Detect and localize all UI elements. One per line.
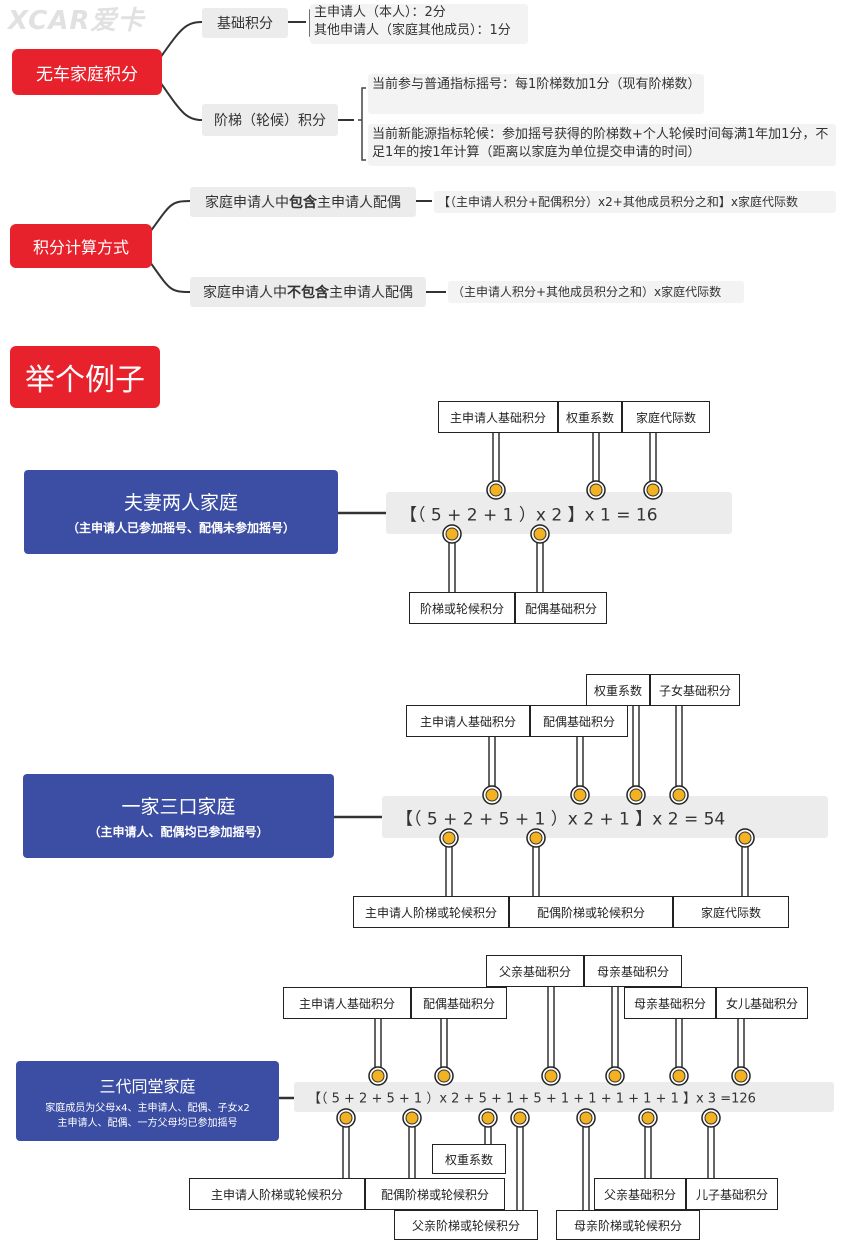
pointer-dot-fill <box>442 831 456 845</box>
example3-title: 三代同堂家庭 <box>99 1077 196 1096</box>
ex1-label-weight: 权重系数 <box>558 401 622 433</box>
ex3-label-daughter-base: 女儿基础积分 <box>716 987 808 1019</box>
pointer-dot-fill <box>481 1111 495 1125</box>
ex3-label-spouse-base: 配偶基础积分 <box>411 987 507 1019</box>
pointer-dot-fill <box>489 483 503 497</box>
example-title: 举个例子 <box>10 346 160 408</box>
example2-note: （主申请人、配偶均已参加摇号） <box>88 825 269 839</box>
pointer-dot-fill <box>734 1069 748 1083</box>
ladder-item-regular: 当前参与普通指标摇号：每1阶梯数加1分（现有阶梯数） <box>368 74 704 114</box>
ex3-label-son-base: 儿子基础积分 <box>686 1178 778 1210</box>
case-bold: 包含 <box>289 195 317 211</box>
ex2-label-child-base: 子女基础积分 <box>650 674 740 706</box>
ex2-label-generations: 家庭代际数 <box>673 896 789 928</box>
ex2-label-spouse-base: 配偶基础积分 <box>530 705 628 737</box>
example1-formula-bar: 【（ 5 + 2 + 1 ）x 2 】x 1 = 16 <box>386 492 732 534</box>
pointer-dot-fill <box>738 831 752 845</box>
pointer-dot-fill <box>533 527 547 541</box>
ex1-label-generations: 家庭代际数 <box>622 401 710 433</box>
pointer-dot-fill <box>339 1111 353 1125</box>
pointer-dot-fill <box>608 1069 622 1083</box>
pointer-dot-fill <box>544 1069 558 1083</box>
example3-note1: 家庭成员为父母x4、主申请人、配偶、子女x2 <box>45 1103 250 1114</box>
section-title-no-car-family-points: 无车家庭积分 <box>12 49 162 95</box>
pointer-dot-fill <box>672 1069 686 1083</box>
base-points-node: 基础积分 <box>202 8 288 38</box>
ex1-label-spouse-base: 配偶基础积分 <box>515 592 607 624</box>
ladder-points-node: 阶梯（轮候）积分 <box>202 104 338 136</box>
watermark-logo: XCAR爱卡 <box>8 6 145 36</box>
example2-formula: 【（ 5 + 2 + 5 + 1 ）x 2 + 1 】x 2 = 54 <box>396 809 726 830</box>
ex1-label-main-base: 主申请人基础积分 <box>438 401 558 433</box>
case-text: 家庭申请人中 <box>205 195 289 211</box>
ex3-label-spouse-ladder: 配偶阶梯或轮候积分 <box>365 1178 505 1210</box>
pointer-dot-fill <box>672 788 686 802</box>
pointer-dot-fill <box>589 483 603 497</box>
example1-title: 夫妻两人家庭 <box>123 492 238 514</box>
pointer-dot-fill <box>529 831 543 845</box>
pointer-dot-fill <box>405 1111 419 1125</box>
formula-with-spouse: 【（主申请人积分+配偶积分）x2+其他成员积分之和】x家庭代际数 <box>434 191 836 213</box>
ex2-label-spouse-ladder: 配偶阶梯或轮候积分 <box>509 896 673 928</box>
pointer-dot-fill <box>485 788 499 802</box>
base-points-details: 主申请人（本人）：2分 其他申请人（家庭其他成员）：1分 <box>310 4 528 44</box>
ex3-label-father-base-top: 父亲基础积分 <box>486 955 584 987</box>
case-text: 主申请人配偶 <box>329 285 413 301</box>
ex1-label-ladder: 阶梯或轮候积分 <box>409 592 515 624</box>
pointer-dot-fill <box>579 1111 593 1125</box>
example3-formula-bar: 【（ 5 + 2 + 5 + 1 ）x 2 + 5 + 1 + 5 + 1 + … <box>294 1082 834 1112</box>
ex3-label-father-base: 父亲基础积分 <box>594 1178 686 1210</box>
example3-formula: 【（ 5 + 2 + 5 + 1 ）x 2 + 5 + 1 + 5 + 1 + … <box>308 1091 756 1107</box>
ex3-label-main-ladder: 主申请人阶梯或轮候积分 <box>189 1178 365 1210</box>
example2-family-box: 一家三口家庭 （主申请人、配偶均已参加摇号） <box>23 774 334 858</box>
pointer-dot-fill <box>437 1069 451 1083</box>
pointer-dot-fill <box>573 788 587 802</box>
base-point-item: 主申请人（本人）：2分 <box>314 5 446 20</box>
ladder-item-new-energy: 当前新能源指标轮候：参加摇号获得的阶梯数+个人轮候时间每满1年加1分，不足1年的… <box>368 124 836 166</box>
ex3-label-weight: 权重系数 <box>432 1144 506 1174</box>
example1-family-box: 夫妻两人家庭 （主申请人已参加摇号、配偶未参加摇号） <box>24 470 338 554</box>
pointer-dot-fill <box>646 483 660 497</box>
ex3-label-mother-base-top: 母亲基础积分 <box>584 955 682 987</box>
ex3-label-mother-base: 母亲基础积分 <box>624 987 716 1019</box>
pointer-dot-fill <box>704 1111 718 1125</box>
case-without-spouse-node: 家庭申请人中不包含主申请人配偶 <box>190 277 426 307</box>
ex2-label-main-base: 主申请人基础积分 <box>406 705 530 737</box>
example1-formula: 【（ 5 + 2 + 1 ）x 2 】x 1 = 16 <box>400 505 658 526</box>
example2-formula-bar: 【（ 5 + 2 + 5 + 1 ）x 2 + 1 】x 2 = 54 <box>382 796 828 838</box>
example3-note2: 主申请人、配偶、一方父母均已参加摇号 <box>57 1118 238 1129</box>
example3-family-box: 三代同堂家庭 家庭成员为父母x4、主申请人、配偶、子女x2 主申请人、配偶、一方… <box>16 1061 279 1141</box>
example1-note: （主申请人已参加摇号、配偶未参加摇号） <box>66 521 295 535</box>
pointer-dot-fill <box>629 788 643 802</box>
pointer-dot-fill <box>371 1069 385 1083</box>
pointer-dot-fill <box>641 1111 655 1125</box>
example2-title: 一家三口家庭 <box>121 796 236 818</box>
case-text: 家庭申请人中 <box>203 285 287 301</box>
case-bold: 不包含 <box>287 285 329 301</box>
formula-without-spouse: （主申请人积分+其他成员积分之和）x家庭代际数 <box>448 281 744 303</box>
section-title-calculation-method: 积分计算方式 <box>10 224 152 268</box>
pointer-dot-fill <box>445 527 459 541</box>
pointer-dot-fill <box>513 1111 527 1125</box>
case-text: 主申请人配偶 <box>317 195 401 211</box>
base-point-item: 其他申请人（家庭其他成员）：1分 <box>314 23 511 38</box>
ex3-label-main-base: 主申请人基础积分 <box>283 987 411 1019</box>
case-with-spouse-node: 家庭申请人中包含主申请人配偶 <box>190 187 416 217</box>
ex2-label-main-ladder: 主申请人阶梯或轮候积分 <box>353 896 509 928</box>
